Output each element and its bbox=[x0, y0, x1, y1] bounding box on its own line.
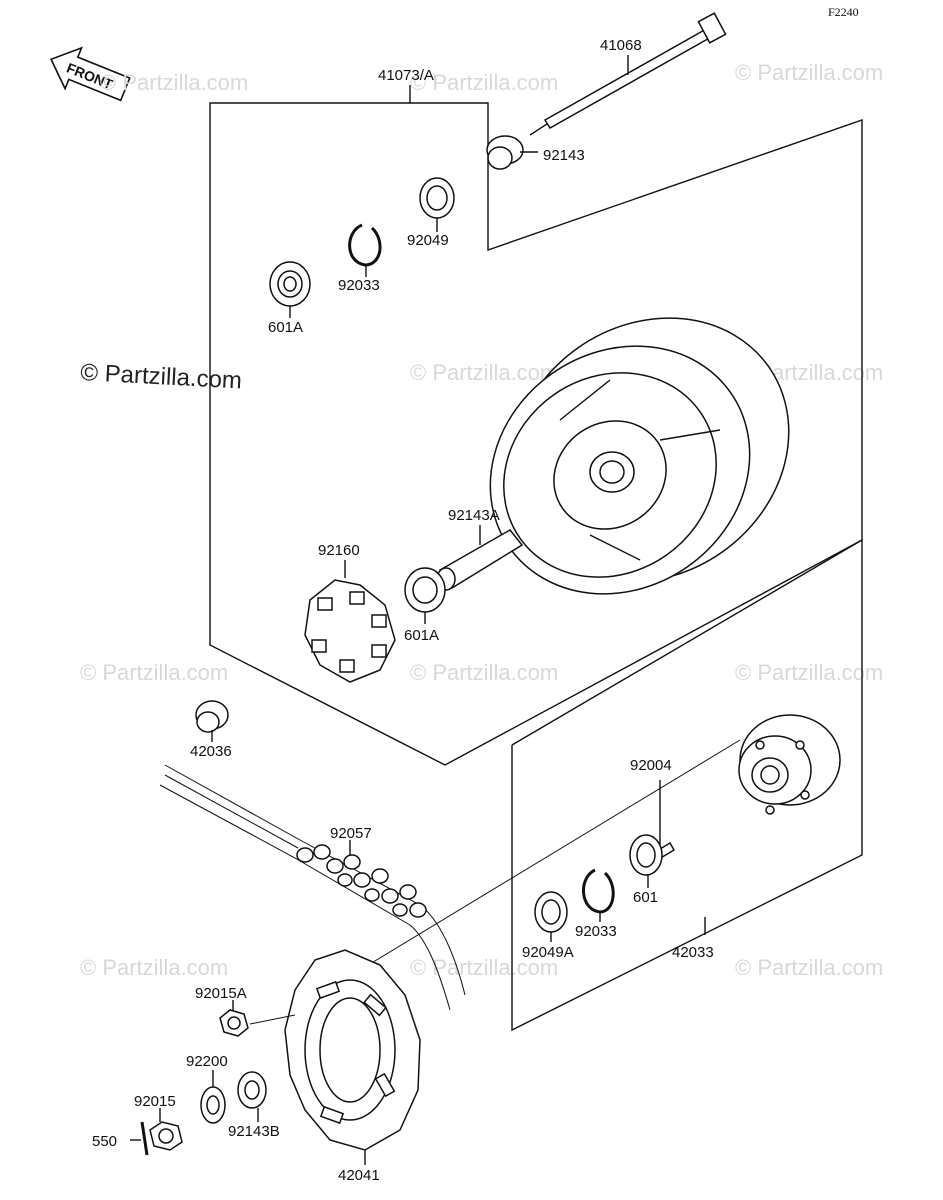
label-92033-b: 92033 bbox=[575, 923, 617, 940]
label-42036: 42036 bbox=[190, 743, 232, 760]
label-92200: 92200 bbox=[186, 1053, 228, 1070]
watermark: © Partzilla.com bbox=[410, 955, 558, 980]
watermark: © Partzilla.com bbox=[100, 70, 248, 95]
damper-part bbox=[304, 560, 396, 683]
label-92004: 92004 bbox=[630, 757, 672, 774]
label-92057: 92057 bbox=[330, 825, 372, 842]
bearing-part bbox=[269, 261, 311, 318]
watermark: © Partzilla.com bbox=[735, 955, 883, 980]
label-92143: 92143 bbox=[543, 147, 585, 164]
nut-part bbox=[219, 1000, 296, 1037]
label-601a-top: 601A bbox=[268, 319, 303, 336]
label-42033: 42033 bbox=[672, 944, 714, 961]
watermark: © Partzilla.com bbox=[80, 955, 228, 980]
label-92015: 92015 bbox=[134, 1093, 176, 1110]
collar-part bbox=[436, 525, 524, 591]
label-92049a: 92049A bbox=[522, 944, 574, 961]
watermark: © Partzilla.com bbox=[735, 60, 883, 85]
collar-part bbox=[195, 700, 229, 742]
seal-part bbox=[534, 891, 568, 942]
label-92160: 92160 bbox=[318, 542, 360, 559]
label-550: 550 bbox=[92, 1133, 117, 1150]
washer-part bbox=[200, 1070, 226, 1124]
label-92143a: 92143A bbox=[448, 507, 500, 524]
watermark: © Partzilla.com bbox=[80, 660, 228, 685]
label-92015a: 92015A bbox=[195, 985, 247, 1002]
label-92143b: 92143B bbox=[228, 1123, 280, 1140]
collar-part bbox=[486, 135, 538, 170]
label-92033: 92033 bbox=[338, 277, 380, 294]
circlip-part bbox=[348, 223, 382, 277]
wheel-rim-part bbox=[489, 317, 790, 595]
label-92049: 92049 bbox=[407, 232, 449, 249]
cotter-pin-part bbox=[130, 1121, 149, 1156]
sprocket-part bbox=[284, 949, 421, 1165]
label-42041: 42041 bbox=[338, 1167, 380, 1184]
castle-nut-part bbox=[149, 1108, 183, 1151]
watermark-primary: © Partzilla.com bbox=[80, 359, 243, 394]
watermark: © Partzilla.com bbox=[410, 70, 558, 95]
part-labels: 41068 41073/A 92143 92049 92033 601A 921… bbox=[92, 37, 714, 1184]
seal-part bbox=[419, 177, 455, 232]
label-41068: 41068 bbox=[600, 37, 642, 54]
watermark: © Partzilla.com bbox=[735, 660, 883, 685]
label-601: 601 bbox=[633, 889, 658, 906]
bearing-part bbox=[629, 834, 663, 888]
watermark: © Partzilla.com bbox=[410, 660, 558, 685]
chain-part bbox=[159, 764, 466, 1011]
hub-flange-part bbox=[359, 714, 841, 971]
bearing-part bbox=[404, 567, 446, 624]
circlip-part bbox=[582, 868, 615, 922]
diagram-code: F2240 bbox=[828, 5, 859, 19]
hub-assembly-outline bbox=[511, 538, 863, 1032]
collar-part bbox=[237, 1071, 267, 1122]
axle-part bbox=[529, 12, 727, 136]
label-41073a: 41073/A bbox=[378, 67, 434, 84]
watermark: © Partzilla.com bbox=[410, 360, 558, 385]
label-601a-mid: 601A bbox=[404, 627, 439, 644]
